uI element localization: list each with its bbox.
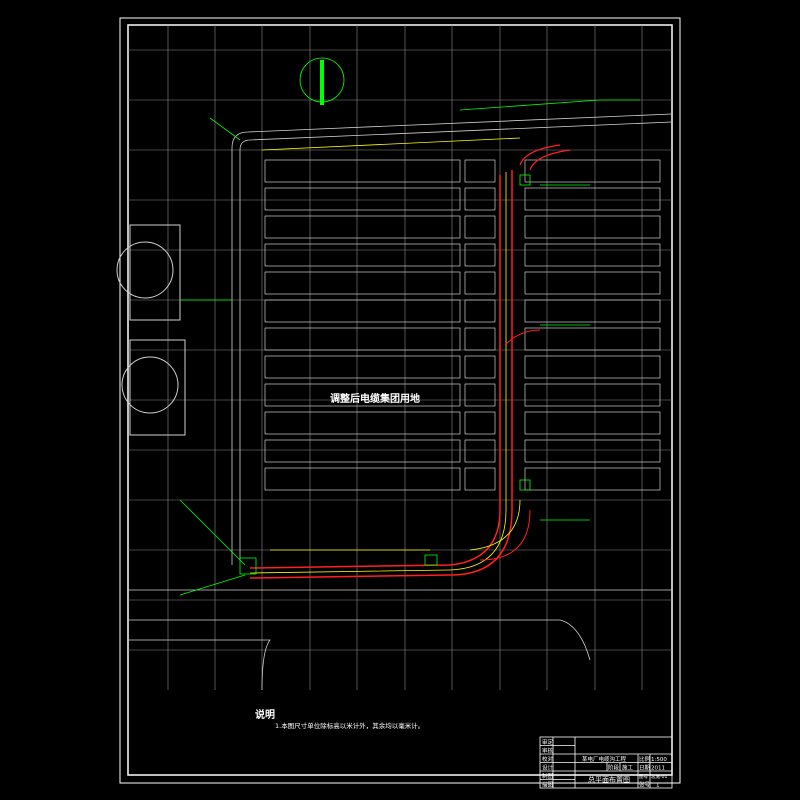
scale-label: 比例 [639,755,651,763]
sheet-value: 1 [656,783,660,789]
building-block [524,243,661,267]
note-1: 1.本图尺寸单位除标高以米计外，其余均以毫米计。 [275,721,424,730]
drawing-no-value: 总施-01 [651,773,667,780]
sheet-label: 张号 [639,781,651,789]
building-block [464,411,496,435]
role-review: 审核 [542,747,554,755]
date-value: 2011 [651,766,665,772]
building-blocks [264,159,661,491]
date-label: 日期 [639,765,651,772]
center-label: 调整后电缆集团用地 [330,392,420,405]
building-block [264,383,461,407]
building-block [264,187,461,211]
building-block [464,159,496,183]
building-block [264,439,461,463]
building-block [464,271,496,295]
callouts [179,57,640,596]
drawing-title: 总平面布置图 [588,775,630,784]
building-block [524,411,661,435]
role-draw: 制图 [542,772,554,780]
building-block [524,159,661,183]
scale-value: 1:500 [651,757,667,763]
building-block [524,215,661,239]
phase-value: 施工 [622,764,634,772]
building-block [264,243,461,267]
building-block [524,271,661,295]
roads [128,113,673,691]
role-trace: 描图 [542,781,554,789]
building-block [524,187,661,211]
phase-label: 阶段 [608,764,620,772]
building-block [264,271,461,295]
building-block [524,299,661,323]
building-block [464,467,496,491]
building-block [464,215,496,239]
building-block [524,467,661,491]
outer-frame [119,17,681,784]
building-block [264,467,461,491]
tanks [116,224,186,436]
building-block [464,299,496,323]
building-block [264,411,461,435]
building-block [464,439,496,463]
building-block [464,383,496,407]
role-check: 校对 [542,755,554,763]
building-block [464,355,496,379]
role-approve: 审定 [542,738,554,746]
building-block [264,355,461,379]
role-design: 设计 [542,764,554,772]
building-block [524,383,661,407]
building-block [464,327,496,351]
building-block [264,215,461,239]
notes-title: 说明 [255,708,275,721]
building-block [524,355,661,379]
building-block [524,327,661,351]
building-block [464,243,496,267]
project-name: 某电厂电缆沟工程 [582,755,627,763]
building-block [264,299,461,323]
building-block [524,439,661,463]
cable-route [249,137,571,579]
drawing-no-label: 图号 [639,774,648,780]
title-block [539,736,673,789]
building-block [264,159,461,183]
building-block [464,187,496,211]
building-block [264,327,461,351]
